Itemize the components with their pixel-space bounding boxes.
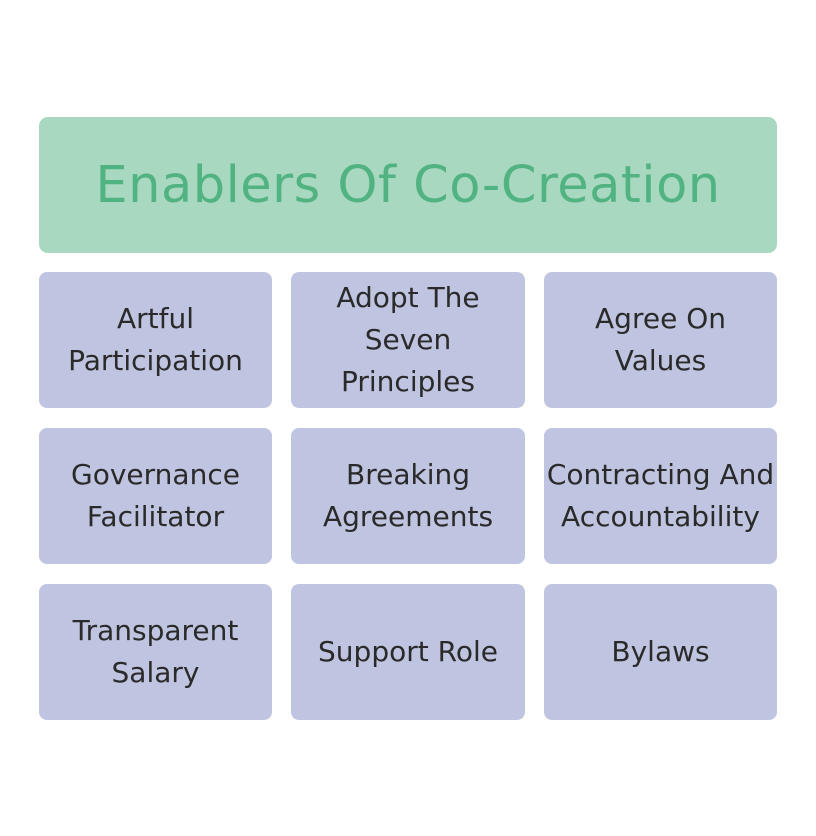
header-box: Enablers Of Co-Creation: [39, 117, 777, 253]
card-label: Transparent Salary: [72, 614, 239, 689]
card-label: Artful Participation: [68, 302, 243, 377]
card-bylaws: Bylaws: [544, 584, 777, 720]
card-label: Support Role: [318, 635, 498, 668]
card-transparent-salary: Transparent Salary: [39, 584, 272, 720]
card-support-role: Support Role: [291, 584, 525, 720]
card-label: Bylaws: [611, 635, 710, 668]
card-label: Contracting And Accountability: [546, 458, 775, 533]
card-label: Adopt The Seven Principles: [336, 281, 480, 398]
enablers-grid: Artful Participation Adopt The Seven Pri…: [39, 272, 777, 720]
card-contracting-accountability: Contracting And Accountability: [544, 428, 777, 564]
card-governance-facilitator: Governance Facilitator: [39, 428, 272, 564]
card-adopt-seven-principles: Adopt The Seven Principles: [291, 272, 525, 408]
card-artful-participation: Artful Participation: [39, 272, 272, 408]
card-label: Governance Facilitator: [71, 458, 240, 533]
card-label: Agree On Values: [595, 302, 726, 377]
card-label: Breaking Agreements: [322, 458, 494, 533]
diagram-title: Enablers Of Co-Creation: [95, 155, 721, 215]
card-agree-on-values: Agree On Values: [544, 272, 777, 408]
card-breaking-agreements: Breaking Agreements: [291, 428, 525, 564]
